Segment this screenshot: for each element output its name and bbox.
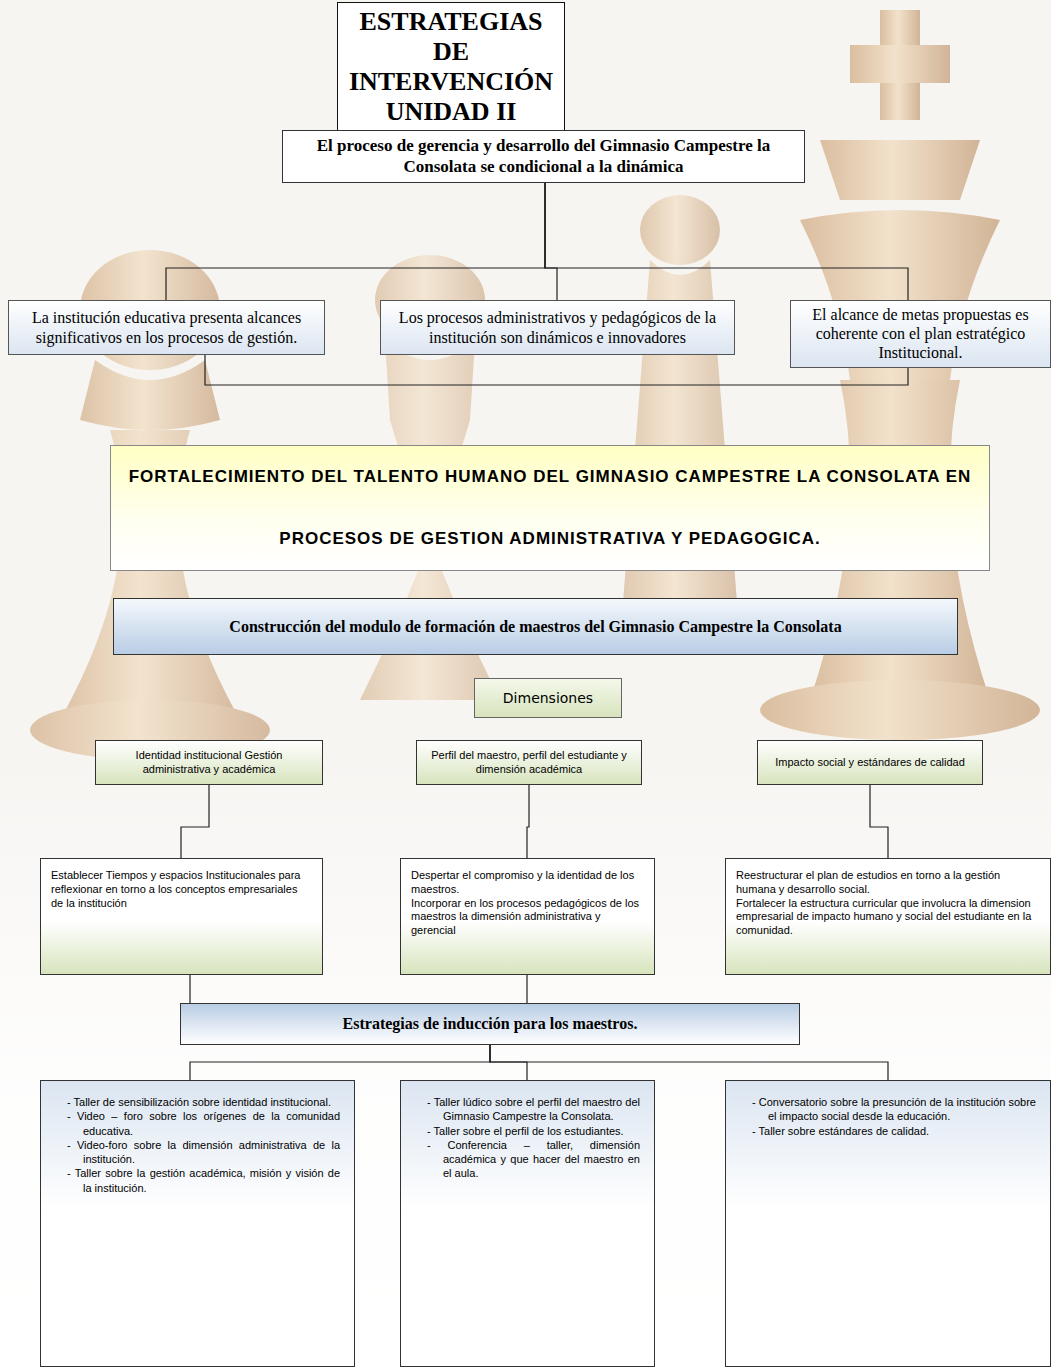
text-box: - Taller lúdico sobre el perfil del maes… <box>400 1080 655 1367</box>
box-text: Los procesos administrativos y pedagógic… <box>389 308 726 346</box>
box-text: - Conferencia – taller, dimensión académ… <box>427 1138 640 1181</box>
text-box: Construcción del modulo de formación de … <box>113 598 958 655</box>
connector-line <box>870 785 888 858</box>
text-box: ESTRATEGIAS DE INTERVENCIÓN UNIDAD II <box>337 2 565 132</box>
box-text: Identidad institucional Gestión administ… <box>102 749 316 777</box>
box-text: El proceso de gerencia y desarrollo del … <box>291 136 796 177</box>
connector-line <box>545 183 557 300</box>
box-text: ESTRATEGIAS DE INTERVENCIÓN UNIDAD II <box>346 7 556 127</box>
text-box: Identidad institucional Gestión administ… <box>95 740 323 785</box>
connector-line <box>181 785 209 858</box>
connector-line <box>190 1045 490 1080</box>
box-text: Dimensiones <box>483 690 613 707</box>
box-text: - Video – foro sobre los orígenes de la … <box>67 1109 340 1138</box>
box-text: Perfil del maestro, perfil del estudiant… <box>423 749 635 777</box>
text-box: El alcance de metas propuestas es cohere… <box>790 300 1051 368</box>
text-box: El proceso de gerencia y desarrollo del … <box>282 130 805 183</box>
box-text: La institución educativa presenta alcanc… <box>17 308 316 346</box>
box-text: FORTALECIMIENTO DEL TALENTO HUMANO DEL G… <box>123 446 977 570</box>
box-text: Impacto social y estándares de calidad <box>764 756 976 770</box>
box-text: Establecer Tiempos y espacios Institucio… <box>51 869 312 910</box>
connector-line <box>527 785 529 858</box>
box-text: - Taller sobre estándares de calidad. <box>752 1124 1036 1138</box>
box-text: Reestructurar el plan de estudios en tor… <box>736 869 1040 897</box>
box-text: - Taller sobre el perfil de los estudian… <box>427 1124 640 1138</box>
box-text: El alcance de metas propuestas es cohere… <box>799 305 1042 363</box>
connector-line <box>526 975 527 1003</box>
connector-line <box>545 183 908 300</box>
text-box: Despertar el compromiso y la identidad d… <box>400 858 655 975</box>
connector-line <box>490 1045 888 1080</box>
box-text: Incorporar en los procesos pedagógicos d… <box>411 897 644 938</box>
text-box: Estrategias de inducción para los maestr… <box>180 1003 800 1045</box>
text-box: Los procesos administrativos y pedagógic… <box>380 300 735 355</box>
box-text: - Taller lúdico sobre el perfil del maes… <box>427 1095 640 1124</box>
text-box: Establecer Tiempos y espacios Institucio… <box>40 858 323 975</box>
box-text: - Taller de sensibilización sobre identi… <box>67 1095 340 1109</box>
text-box: La institución educativa presenta alcanc… <box>8 300 325 355</box>
box-text: Fortalecer la estructura curricular que … <box>736 897 1040 938</box>
connector-line <box>189 975 190 1003</box>
text-box: Impacto social y estándares de calidad <box>757 740 983 785</box>
box-text: Despertar el compromiso y la identidad d… <box>411 869 644 897</box>
box-text: - Taller sobre la gestión académica, mis… <box>67 1166 340 1195</box>
box-text: - Conversatorio sobre la presunción de l… <box>752 1095 1036 1124</box>
text-box: Perfil del maestro, perfil del estudiant… <box>416 740 642 785</box>
text-box: FORTALECIMIENTO DEL TALENTO HUMANO DEL G… <box>110 445 990 571</box>
connector-line <box>166 183 545 300</box>
text-box: Reestructurar el plan de estudios en tor… <box>725 858 1051 975</box>
box-text: Construcción del modulo de formación de … <box>122 617 949 636</box>
text-box: - Taller de sensibilización sobre identi… <box>40 1080 355 1367</box>
text-box: - Conversatorio sobre la presunción de l… <box>725 1080 1051 1367</box>
text-box: Dimensiones <box>474 678 622 718</box>
box-text: - Video-foro sobre la dimensión administ… <box>67 1138 340 1167</box>
box-text: Estrategias de inducción para los maestr… <box>189 1014 791 1033</box>
